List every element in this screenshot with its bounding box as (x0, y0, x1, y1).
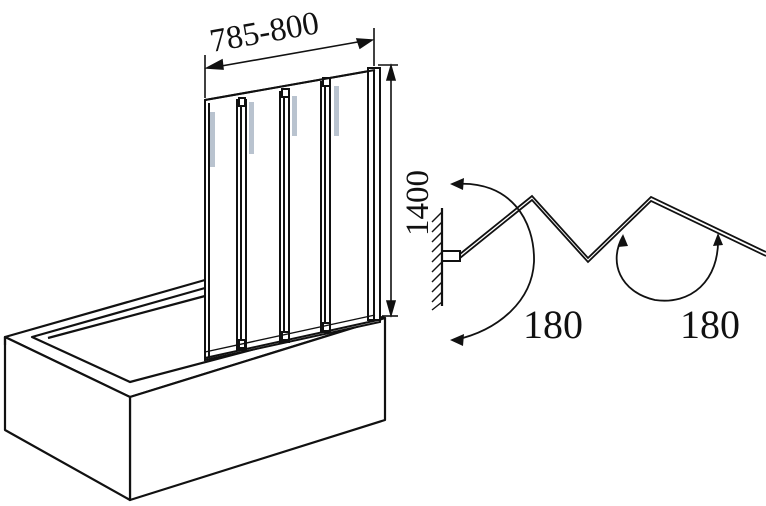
wall-hatching (431, 211, 443, 311)
angle-label-right: 180 (680, 302, 740, 347)
rotation-arrow-right-a (618, 234, 628, 247)
height-arrow-top (385, 63, 397, 81)
wall-bracket (441, 250, 461, 262)
folding-scheme (431, 178, 766, 346)
height-dimension (378, 63, 398, 318)
rotation-arc-left (454, 182, 535, 341)
width-dimension (204, 28, 375, 98)
folding-panels (459, 194, 766, 260)
rotation-arrow-bottom (450, 334, 464, 346)
shower-screen (204, 67, 382, 362)
screen-panel-1 (204, 103, 215, 358)
width-arrow-left (204, 58, 224, 70)
width-arrow-right (355, 38, 375, 50)
height-arrow-bottom (385, 300, 397, 318)
rotation-arrow-top (450, 178, 464, 190)
rotation-arrow-right-b (713, 233, 723, 246)
angle-label-left: 180 (523, 302, 583, 347)
screen-divider-2 (279, 88, 297, 343)
folding-panels-inner (459, 198, 766, 264)
height-label: 1400 (400, 170, 436, 236)
rotation-arc-right (615, 235, 719, 302)
bathtub-side-panel (3, 335, 132, 502)
